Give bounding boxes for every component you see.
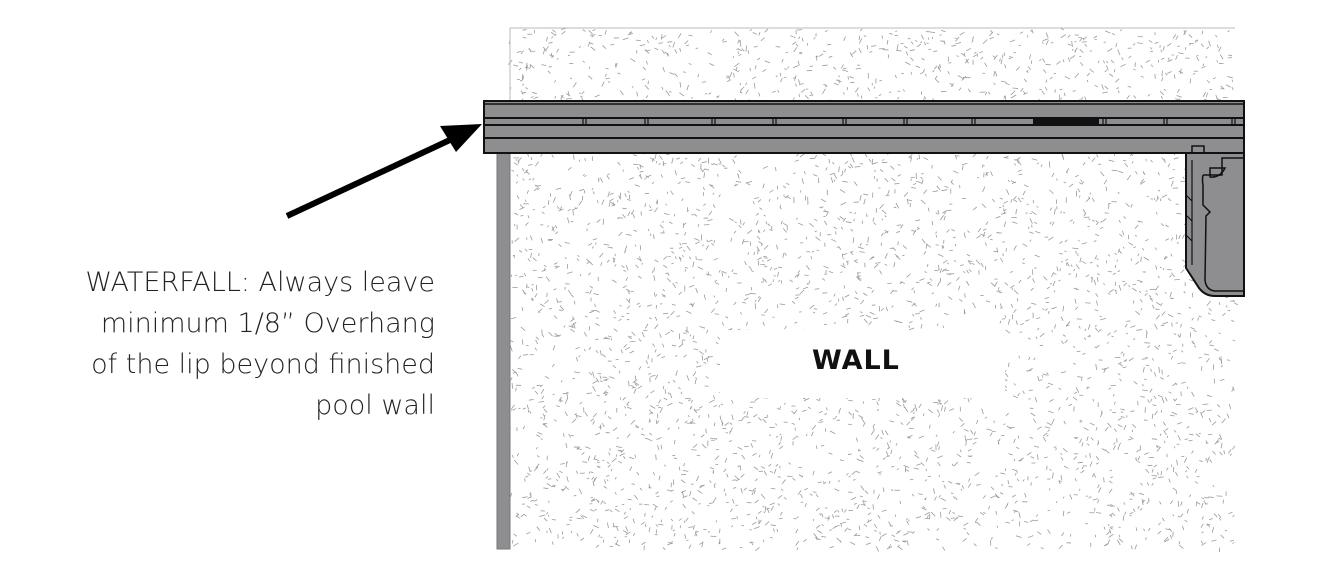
coping-lip — [483, 100, 1245, 154]
pointer-arrow — [285, 124, 482, 219]
wall-label-background — [720, 330, 1005, 398]
finished-wall-surface — [496, 152, 511, 550]
note-line: WATERFALL: Always leave — [85, 267, 435, 298]
note-line: of the lip beyond finished — [91, 349, 435, 380]
note-line: pool wall — [315, 390, 435, 421]
waterfall-bracket — [1185, 145, 1245, 297]
waterfall-note: WATERFALL: Always leave minimum 1/8” Ove… — [85, 262, 435, 426]
wall-label: WALL — [812, 345, 900, 376]
drain-slot — [1033, 119, 1099, 125]
note-line: minimum 1/8” Overhang — [100, 308, 435, 339]
